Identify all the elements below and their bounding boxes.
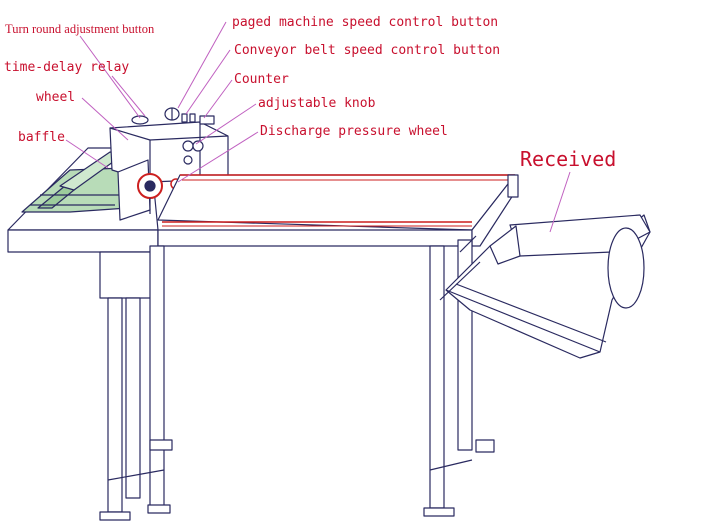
conveyor-belt xyxy=(157,174,519,247)
control-panel xyxy=(131,107,215,165)
label-discharge-pressure-wheel: Discharge pressure wheel xyxy=(260,124,448,139)
received-tray xyxy=(439,214,651,359)
label-time-delay-relay: time-delay relay xyxy=(4,60,130,75)
label-counter: Counter xyxy=(234,72,289,87)
feed-wheels xyxy=(117,159,182,221)
label-received: Received xyxy=(520,147,617,171)
label-baffle: baffle xyxy=(18,130,65,145)
label-adjustable-knob: adjustable knob xyxy=(258,96,376,111)
label-turn-round-adjustment-button: Turn round adjustment button xyxy=(5,22,155,36)
machine-legs xyxy=(99,239,495,521)
label-conveyor-speed-button: Conveyor belt speed control button xyxy=(234,43,501,58)
baffle-hopper xyxy=(21,151,129,213)
leader-lines xyxy=(65,21,571,233)
label-wheel: wheel xyxy=(36,90,76,105)
label-paged-machine-speed-button: paged machine speed control button xyxy=(232,15,499,30)
